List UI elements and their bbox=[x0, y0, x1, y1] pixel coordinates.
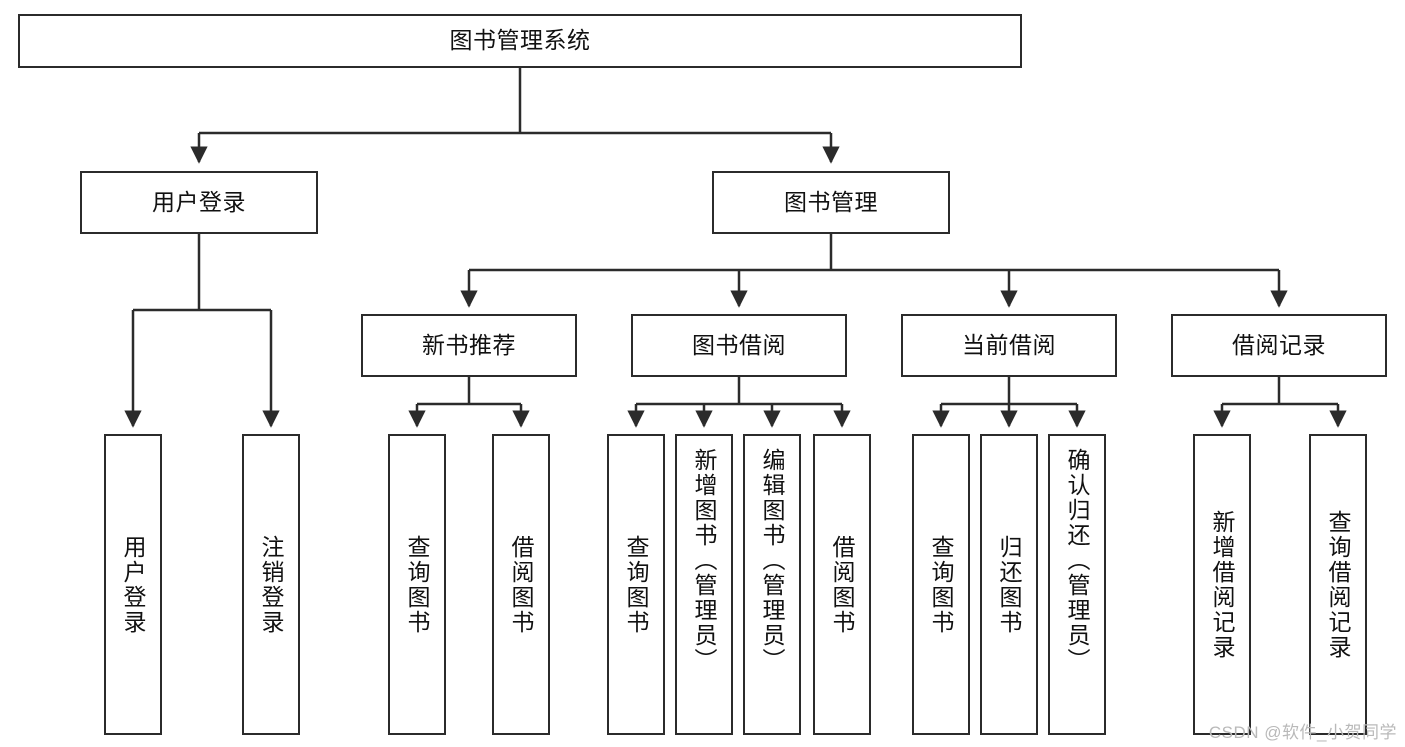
leaf-edit-book-admin[interactable]: 编辑图书（管理员） bbox=[743, 434, 801, 735]
leaf-logout[interactable]: 注销登录 bbox=[242, 434, 300, 735]
node-label: 新书推荐 bbox=[422, 331, 516, 358]
node-label: 确认归还（管理员） bbox=[1064, 448, 1091, 673]
node-user-login[interactable]: 用户登录 bbox=[80, 171, 318, 234]
node-book-borrow[interactable]: 图书借阅 bbox=[631, 314, 847, 377]
node-book-management[interactable]: 图书管理 bbox=[712, 171, 950, 234]
node-root-system[interactable]: 图书管理系统 bbox=[18, 14, 1022, 68]
leaf-add-book-admin[interactable]: 新增图书（管理员） bbox=[675, 434, 733, 735]
leaf-borrow-book[interactable]: 借阅图书 bbox=[813, 434, 871, 735]
csdn-watermark: CSDN @软件_小贺同学 bbox=[1208, 723, 1397, 742]
node-label: 图书管理 bbox=[784, 188, 878, 215]
leaf-query-book-borrow[interactable]: 查询图书 bbox=[607, 434, 665, 735]
node-label: 注销登录 bbox=[258, 534, 285, 635]
node-label: 查询图书 bbox=[623, 534, 650, 635]
node-borrow-record[interactable]: 借阅记录 bbox=[1171, 314, 1387, 377]
leaf-query-book-recommend[interactable]: 查询图书 bbox=[388, 434, 446, 735]
node-label: 借阅图书 bbox=[508, 534, 535, 635]
leaf-add-borrow-record[interactable]: 新增借阅记录 bbox=[1193, 434, 1251, 735]
node-label: 当前借阅 bbox=[962, 331, 1056, 358]
node-label: 图书借阅 bbox=[692, 331, 786, 358]
leaf-user-login[interactable]: 用户登录 bbox=[104, 434, 162, 735]
node-label: 编辑图书（管理员） bbox=[759, 448, 786, 673]
node-label: 新增图书（管理员） bbox=[691, 448, 718, 673]
leaf-query-borrow-record[interactable]: 查询借阅记录 bbox=[1309, 434, 1367, 735]
leaf-confirm-return-admin[interactable]: 确认归还（管理员） bbox=[1048, 434, 1106, 735]
node-label: 用户登录 bbox=[152, 188, 246, 215]
node-label: 查询图书 bbox=[928, 534, 955, 635]
node-label: 查询图书 bbox=[404, 534, 431, 635]
node-label: 借阅记录 bbox=[1232, 331, 1326, 358]
node-label: 用户登录 bbox=[120, 534, 147, 635]
leaf-query-book-current[interactable]: 查询图书 bbox=[912, 434, 970, 735]
node-label: 新增借阅记录 bbox=[1209, 509, 1236, 660]
node-new-book-recommend[interactable]: 新书推荐 bbox=[361, 314, 577, 377]
node-label: 图书管理系统 bbox=[449, 27, 591, 54]
leaf-return-book[interactable]: 归还图书 bbox=[980, 434, 1038, 735]
node-label: 归还图书 bbox=[996, 534, 1023, 635]
node-label: 借阅图书 bbox=[829, 534, 856, 635]
leaf-borrow-book-recommend[interactable]: 借阅图书 bbox=[492, 434, 550, 735]
node-label: 查询借阅记录 bbox=[1325, 509, 1352, 660]
node-current-borrow[interactable]: 当前借阅 bbox=[901, 314, 1117, 377]
